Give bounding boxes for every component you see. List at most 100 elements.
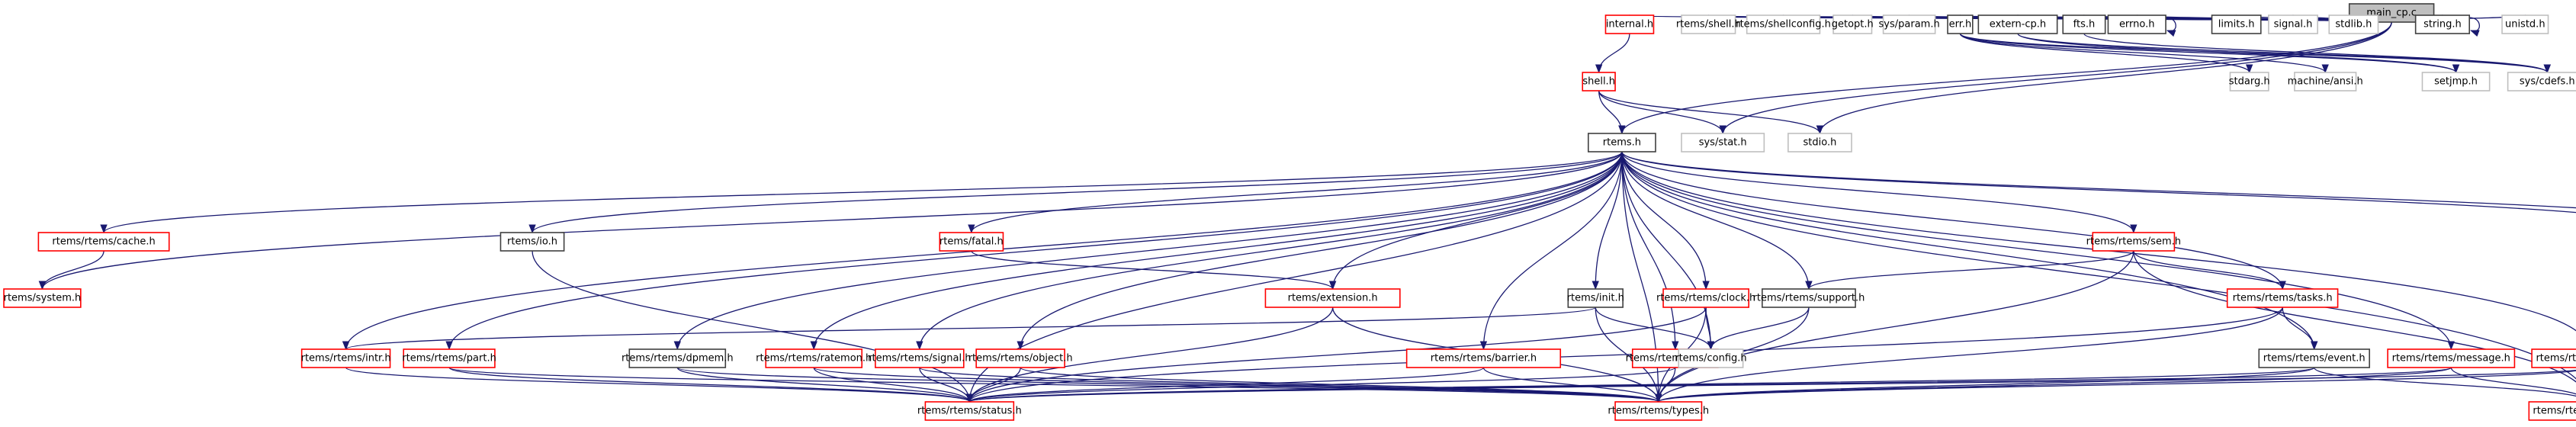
node-part-h[interactable]: rtems/rtems/part.h <box>402 348 496 368</box>
edge-err_h-to-stdarg_h <box>1959 33 2253 74</box>
node-label: rtems/rtems/dpmem.h <box>622 353 734 364</box>
node-cache-h[interactable]: rtems/rtems/cache.h <box>37 232 170 252</box>
node-internal-h[interactable]: internal.h <box>1604 14 1655 34</box>
node-box <box>499 232 565 252</box>
node-fts-h[interactable]: fts.h <box>2062 14 2106 34</box>
node-errno-h[interactable]: errno.h <box>2107 14 2166 34</box>
edge-support_h-to-config_h <box>1707 307 1810 351</box>
edge-fts_h-to-sys_cdefs_h <box>2083 33 2551 74</box>
edge-cache_h-to-system_h <box>38 250 104 291</box>
node-box <box>1604 14 1655 34</box>
node-options-h[interactable]: rtems/rtems/options.h <box>2528 401 2576 421</box>
node-box <box>939 232 1004 252</box>
node-rtems-shell-h: rtems/shell.h <box>1676 14 1741 34</box>
edge-rtems_h-to-extension_h <box>1328 151 1623 291</box>
node-label: extern-cp.h <box>1990 19 2046 30</box>
node-label: rtems/rtems/options.h <box>2533 406 2576 417</box>
node-init-h[interactable]: rtems/init.h <box>1567 288 1624 308</box>
node-box <box>1264 288 1401 308</box>
node-box <box>2092 232 2176 252</box>
node-label: sys/cdefs.h <box>2520 76 2575 88</box>
edge-shell_h-to-stdio_h <box>1598 90 1824 135</box>
node-label: stdio.h <box>1804 137 1837 149</box>
node-stdio-h: stdio.h <box>1787 133 1852 152</box>
node-extern-cp-h[interactable]: extern-cp.h <box>1977 14 2058 34</box>
edge-ratemon_h-to-status_h <box>813 367 973 403</box>
edge-rtems_h-to-tasks_h <box>1621 151 2286 291</box>
node-status-h[interactable]: rtems/rtems/status.h <box>917 401 1022 421</box>
node-box <box>765 348 863 368</box>
edge-rtems_h-to-part_h <box>445 151 1623 351</box>
node-box <box>2229 72 2269 92</box>
node-box <box>2528 401 2576 421</box>
node-signal-h: signal.h <box>2268 14 2318 34</box>
node-box <box>2258 348 2370 368</box>
node-ratemon-h[interactable]: rtems/rtems/ratemon.h <box>756 348 872 368</box>
node-intr-h[interactable]: rtems/rtems/intr.h <box>301 348 391 368</box>
node-err-h[interactable]: err.h <box>1947 14 1974 34</box>
edge-rtems_h-to-io_h <box>528 151 1623 234</box>
node-label: rtems/fatal.h <box>940 236 1004 248</box>
node-region-h[interactable]: rtems/rtems/region.h <box>2531 348 2576 368</box>
node-label: rtems/rtems/intr.h <box>301 353 391 364</box>
edge-init_h-to-config_h <box>1595 307 1715 351</box>
edge-rtems_h-to-init_h <box>1592 151 1623 291</box>
edge-sem_h-to-support_h <box>1805 250 2134 291</box>
node-shell-h[interactable]: shell.h <box>1582 72 1616 92</box>
node-label: string.h <box>2423 19 2462 30</box>
edge-barrier_h-to-status_h <box>965 367 1485 403</box>
edge-init_h-to-intr_h <box>342 307 1596 351</box>
node-label: rtems/rtems/cache.h <box>52 236 155 248</box>
edge-event_h-to-types_h <box>1655 367 2315 403</box>
node-clock-h[interactable]: rtems/rtems/clock.h <box>1656 288 1755 308</box>
node-box <box>2414 14 2470 34</box>
edge-main_cp_c-to-sys_stat_h <box>1719 21 2392 135</box>
node-box <box>628 348 727 368</box>
node-box <box>2268 14 2318 34</box>
node-box <box>2294 72 2357 92</box>
edge-dpmem_h-to-types_h <box>676 367 1662 403</box>
node-object-h[interactable]: rtems/rtems/object.h <box>968 348 1073 368</box>
node-barrier-h[interactable]: rtems/rtems/barrier.h <box>1405 348 1562 368</box>
node-signal-rtems-h[interactable]: rtems/rtems/signal.h <box>868 348 971 368</box>
node-box <box>1582 72 1616 92</box>
node-label: rtems.h <box>1603 137 1641 149</box>
node-fatal-h[interactable]: rtems/fatal.h <box>939 232 1004 252</box>
node-limits-h[interactable]: limits.h <box>2211 14 2262 34</box>
node-event-h[interactable]: rtems/rtems/event.h <box>2258 348 2370 368</box>
node-string-h[interactable]: string.h <box>2414 14 2470 34</box>
edge-dpmem_h-to-status_h <box>676 367 973 403</box>
node-label: rtems/io.h <box>507 236 557 248</box>
node-tasks-h[interactable]: rtems/rtems/tasks.h <box>2226 288 2339 308</box>
node-support-h[interactable]: rtems/rtems/support.h <box>1753 288 1865 308</box>
node-box <box>875 348 965 368</box>
edge-sem_h-to-types_h <box>1655 250 2134 403</box>
edge-tasks_h-to-status_h <box>965 307 2283 403</box>
node-rtems-h[interactable]: rtems.h <box>1587 133 1656 152</box>
node-label: unistd.h <box>2505 19 2545 30</box>
node-box <box>2226 288 2339 308</box>
edge-rtems_h-to-barrier_h <box>1479 151 1623 351</box>
node-label: fts.h <box>2073 19 2096 30</box>
node-sem-h[interactable]: rtems/rtems/sem.h <box>2086 232 2181 252</box>
node-label: signal.h <box>2274 19 2313 30</box>
node-message-h[interactable]: rtems/rtems/message.h <box>2387 348 2516 368</box>
edge-fatal_h-to-extension_h <box>971 250 1337 291</box>
node-label: rtems/rtems/ratemon.h <box>756 353 872 364</box>
node-dpmem-h[interactable]: rtems/rtems/dpmem.h <box>622 348 734 368</box>
node-box <box>37 232 170 252</box>
node-box <box>1614 401 1703 421</box>
node-label: rtems/rtems/clock.h <box>1656 293 1755 304</box>
node-system-h[interactable]: rtems/system.h <box>3 288 82 308</box>
edge-rtems_h-to-ratemon_h <box>810 151 1623 351</box>
node-extension-h[interactable]: rtems/extension.h <box>1264 288 1401 308</box>
node-label: sys/stat.h <box>1699 137 1747 149</box>
node-label: rtems/rtems/part.h <box>402 353 496 364</box>
edge-rtems_h-to-cache_h <box>100 151 1623 234</box>
edge-main_cp_c-to-rtems_h <box>1618 21 2392 135</box>
node-label: rtems/shell.h <box>1676 19 1741 30</box>
node-io-h[interactable]: rtems/io.h <box>499 232 565 252</box>
node-box <box>2507 72 2576 92</box>
node-types-h[interactable]: rtems/rtems/types.h <box>1608 401 1709 421</box>
